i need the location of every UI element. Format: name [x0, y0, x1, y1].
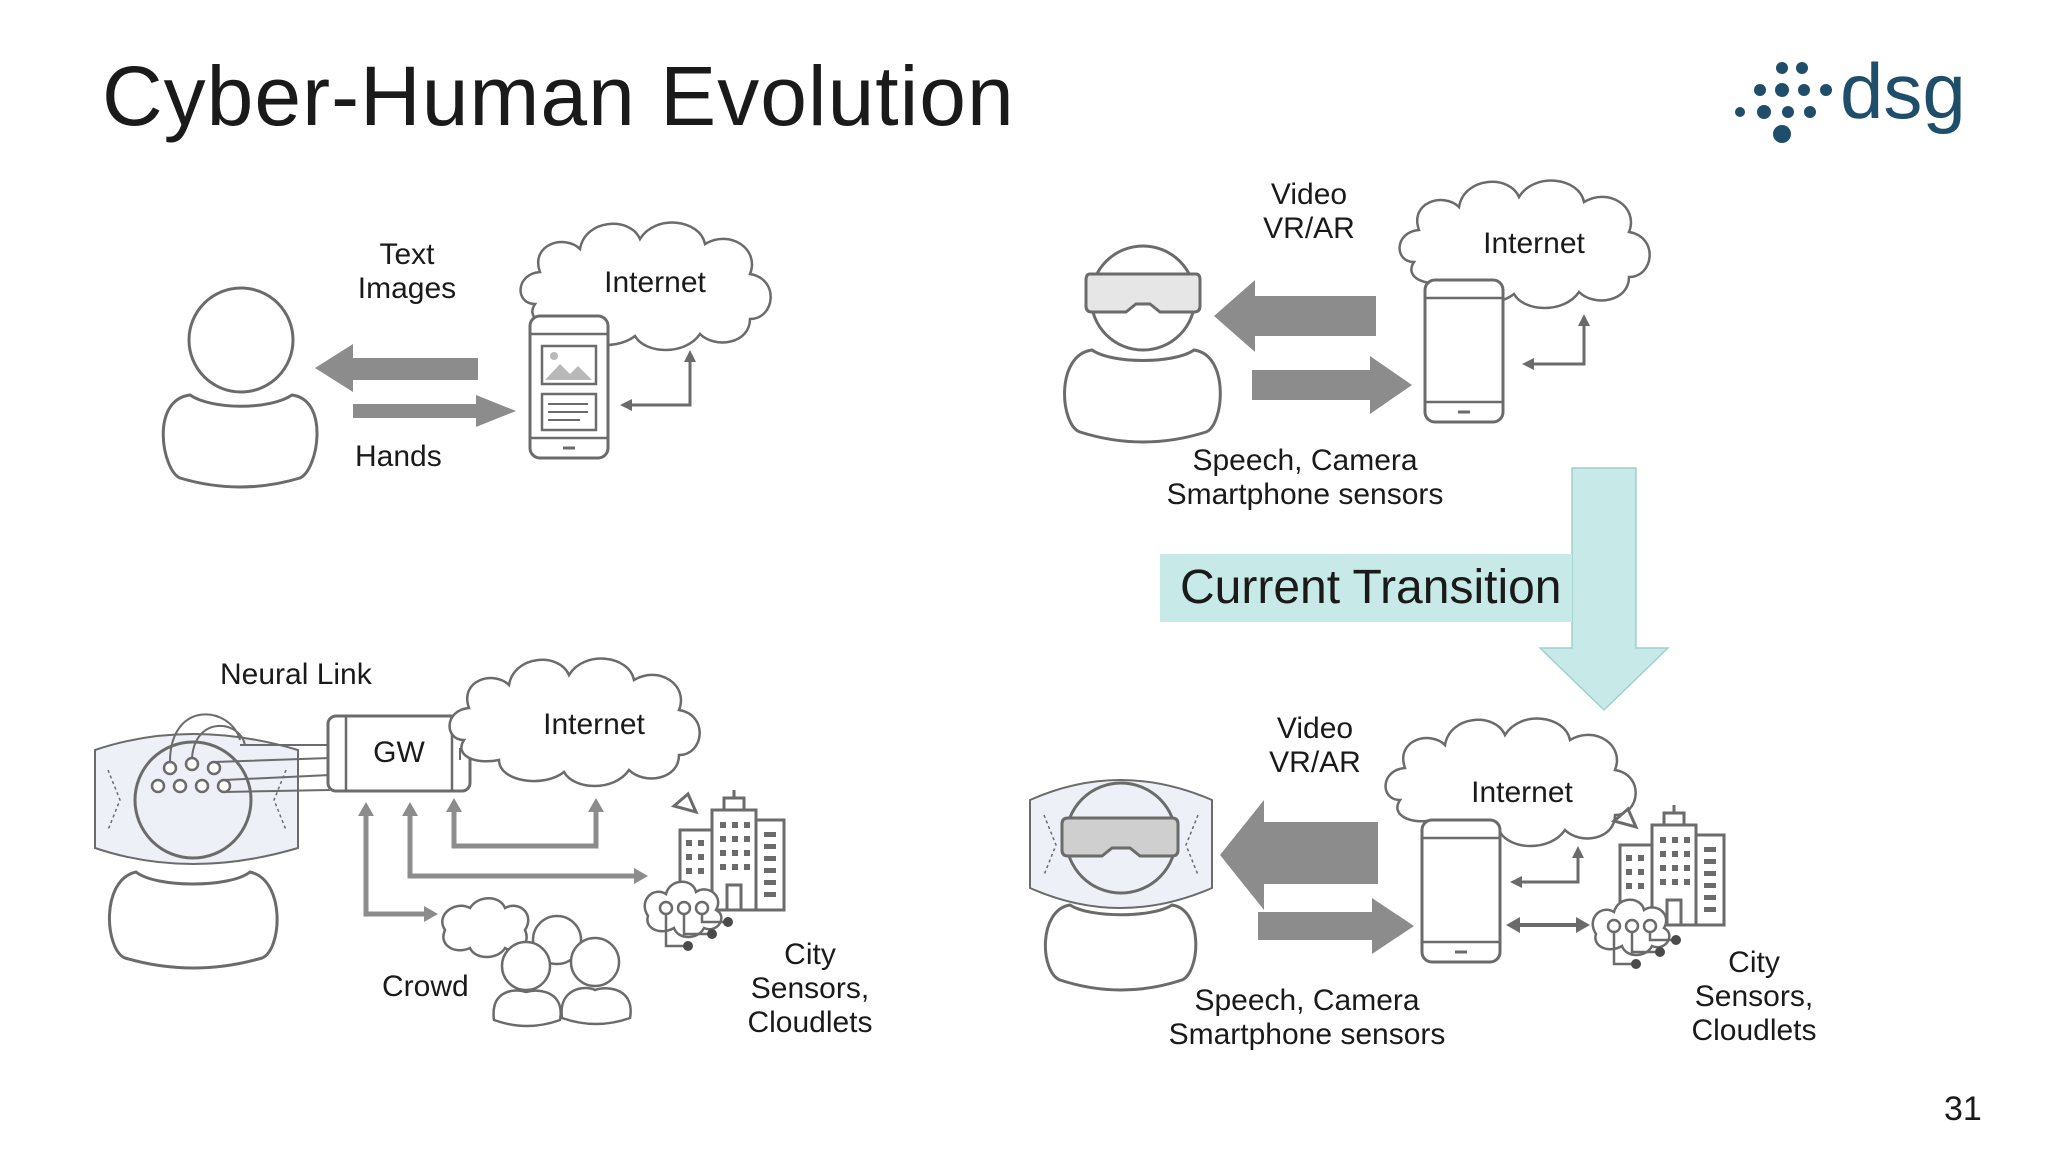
smartphone-icon [1420, 818, 1502, 964]
person-neural-icon-bottom-left [94, 713, 331, 970]
loop-arrow-icon [1518, 856, 1580, 884]
person-vr-icon-top-right [1063, 244, 1222, 444]
input-label-line: Speech, Camera [1192, 444, 1418, 477]
internet-label: Internet [1483, 227, 1585, 260]
output-label: Video VR/AR [1248, 712, 1382, 780]
neural-link-label: Neural Link [220, 658, 372, 691]
city-label-line: Sensors, [1694, 980, 1814, 1013]
person-icon-top-left [161, 286, 319, 489]
person-vr-neural-icon-bottom-right [1029, 779, 1213, 992]
internet-label: Internet [543, 708, 645, 741]
current-transition-banner: Current Transition [1160, 554, 1572, 622]
input-label-line: Smartphone sensors [1168, 1018, 1446, 1051]
connection-arrows [363, 804, 640, 917]
output-label: Text Images [340, 238, 474, 306]
input-label: Speech, Camera Smartphone sensors [1152, 984, 1462, 1052]
arrow-right-icon [353, 395, 516, 427]
city-label-line: City [784, 938, 836, 971]
logo-wordmark: dsg [1840, 47, 1966, 135]
city-label-line: City [1728, 946, 1780, 979]
output-label-line: Images [357, 272, 457, 305]
input-label: Hands [355, 440, 442, 473]
arrowheads [358, 798, 648, 922]
arrow-right-icon [1258, 898, 1414, 954]
crowd-label: Crowd [382, 970, 469, 1003]
city-label-line: Cloudlets [747, 1006, 873, 1039]
loop-arrow-icon [1530, 324, 1586, 366]
internet-label: Internet [1471, 776, 1573, 809]
gateway-label: GW [373, 736, 425, 769]
arrow-left-icon [1214, 280, 1376, 352]
crowd-icon [441, 897, 632, 1028]
output-label-line: VR/AR [1263, 212, 1355, 245]
transition-down-arrow [1538, 467, 1670, 712]
internet-label: Internet [604, 266, 706, 299]
input-label: Speech, Camera Smartphone sensors [1150, 444, 1460, 512]
smartphone-icon [528, 314, 610, 460]
city-label-line: Sensors, [750, 972, 870, 1005]
output-label: Video VR/AR [1242, 178, 1376, 246]
city-label-line: Cloudlets [1691, 1014, 1817, 1047]
city-label: City Sensors, Cloudlets [730, 938, 890, 1040]
dsg-logo [1735, 62, 1832, 143]
gateway-box [326, 714, 472, 793]
output-label-line: Video [1270, 178, 1348, 211]
output-label-line: Video [1276, 712, 1354, 745]
city-label: City Sensors, Cloudlets [1674, 946, 1834, 1048]
loop-arrow-icon [628, 360, 692, 407]
arrow-left-icon [315, 344, 478, 392]
page-number: 31 [1944, 1090, 1982, 1128]
output-label-line: Text [379, 238, 435, 271]
slide-title: Cyber-Human Evolution [102, 49, 1015, 143]
arrow-right-icon [1252, 356, 1412, 414]
arrow-left-icon [1220, 800, 1378, 910]
smartphone-icon [1423, 278, 1505, 424]
input-label-line: Smartphone sensors [1166, 478, 1444, 511]
input-label-line: Speech, Camera [1194, 984, 1420, 1017]
output-label-line: VR/AR [1269, 746, 1361, 779]
